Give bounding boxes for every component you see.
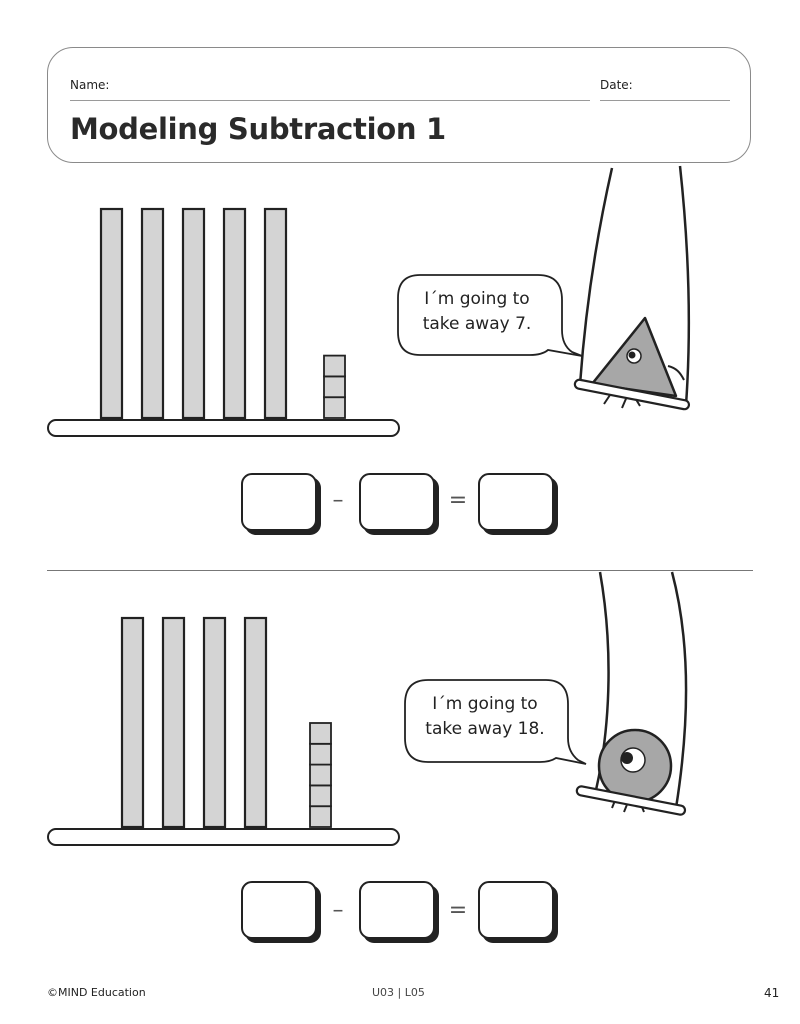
date-field-line[interactable]: [600, 100, 730, 101]
equals-sign: =: [448, 898, 468, 923]
page-number: 41: [764, 986, 780, 1000]
tens-rod: [263, 207, 288, 420]
answer-box-subtrahend[interactable]: [359, 881, 435, 939]
tens-rod: [99, 207, 124, 420]
swing-seat: [573, 378, 691, 411]
answer-box-difference[interactable]: [478, 473, 554, 531]
tens-rod: [140, 207, 165, 420]
minus-sign: –: [332, 488, 344, 513]
tens-rod: [243, 616, 268, 829]
date-label: Date:: [600, 78, 633, 92]
swing-rope-right: [670, 571, 688, 809]
ones-cube: [323, 354, 346, 378]
speech-text: I´m going to take away 18.: [425, 694, 545, 739]
ones-cube: [309, 784, 332, 808]
ones-cube: [323, 375, 346, 399]
section-divider: [47, 570, 753, 571]
block-shelf: [47, 828, 400, 846]
ones-cube: [309, 722, 332, 745]
ones-cube: [309, 805, 332, 828]
tens-rod: [120, 616, 145, 829]
block-shelf: [47, 419, 400, 437]
minus-sign: –: [332, 898, 344, 923]
name-label: Name:: [70, 78, 110, 92]
speech-text: I´m going to take away 7.: [422, 289, 532, 334]
ones-cube: [309, 763, 332, 787]
problem-2-illustration: [47, 571, 688, 846]
tens-rod: [181, 207, 206, 420]
name-field-line[interactable]: [70, 100, 590, 101]
tens-rod: [202, 616, 227, 829]
ones-cube: [309, 742, 332, 766]
swing-seat: [575, 785, 687, 816]
answer-box-difference[interactable]: [478, 881, 554, 939]
speech-bubble: [397, 274, 583, 357]
answer-box-minuend[interactable]: [241, 881, 317, 939]
worksheet-header: Name: Date: Modeling Subtraction 1: [47, 47, 751, 163]
answer-box-subtrahend[interactable]: [359, 473, 435, 531]
speech-bubble: [404, 679, 587, 765]
swing-rope-left: [578, 167, 614, 386]
tens-rod: [222, 207, 247, 420]
equals-sign: =: [448, 488, 468, 513]
page-title: Modeling Subtraction 1: [70, 112, 446, 146]
footer-copyright: ©MIND Education: [47, 986, 146, 999]
tens-rod: [161, 616, 186, 829]
footer-lesson-code: U03 | L05: [372, 986, 425, 999]
swing-rope-right: [678, 165, 691, 406]
character-arm: [667, 365, 685, 381]
answer-box-minuend[interactable]: [241, 473, 317, 531]
problem-1-illustration: [47, 165, 691, 437]
